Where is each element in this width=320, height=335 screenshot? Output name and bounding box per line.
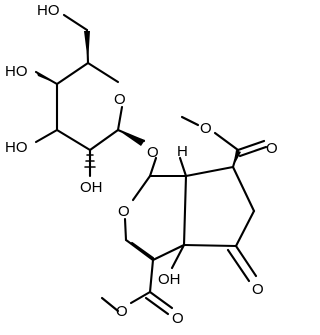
hashed-wedge-oh [84, 154, 96, 168]
glucose-ring-bonds [34, 13, 146, 178]
stereo-hydrogen-label: H [177, 143, 188, 160]
chemical-structure-diagram: HO HO HO OH O O O H OH O O O O O [5, 2, 278, 327]
top-ester-bonds [180, 115, 268, 169]
ring-oxygen-label: O [114, 91, 126, 108]
pyran-oxygen-label: O [118, 203, 130, 220]
ester-carbonyl-oxygen-top-label: O [266, 140, 278, 157]
hydroxyl-label-lower-left: HO [5, 139, 28, 156]
ester-ether-oxygen-top-label: O [200, 120, 212, 137]
ketone-oxygen-label: O [252, 281, 264, 298]
pyran-ring-bonds [123, 174, 188, 262]
glycosidic-bond [148, 156, 158, 178]
junction-oh-bond [170, 243, 186, 270]
ester-carbonyl-oxygen-bottom-label: O [172, 310, 184, 327]
ester-ether-oxygen-bottom-label: O [116, 303, 128, 320]
bottom-ester-bonds [100, 258, 174, 316]
hydroxyl-label-bottom: OH [80, 179, 103, 196]
hydroxyl-label-top: HO [37, 2, 60, 19]
cyclopentanone-ring-bonds [182, 165, 258, 283]
junction-hydroxyl-label: OH [158, 271, 181, 288]
stereo-wedges [36, 31, 241, 167]
hydroxyl-label-left: HO [5, 63, 28, 80]
glycosidic-oxygen-label: O [147, 144, 159, 161]
stereo-h-bond [178, 156, 188, 178]
